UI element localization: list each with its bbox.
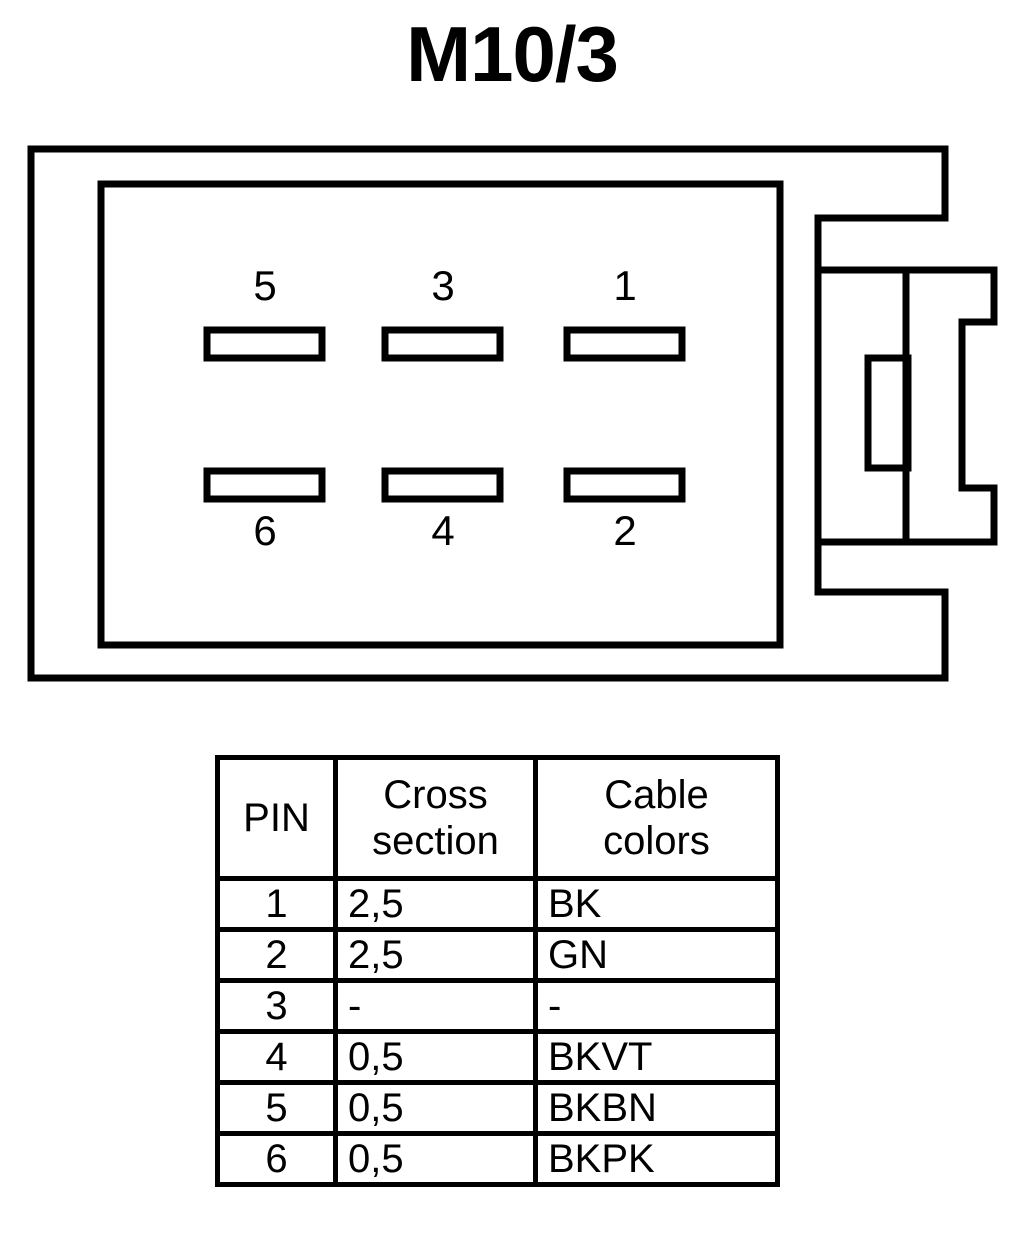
pin-slot-2 [563, 467, 686, 503]
column-header-cable-colors-line2: colors [603, 819, 710, 863]
pin-number-label-1: 1 [613, 262, 637, 309]
table-header: PIN Cross section Cable colors [215, 755, 780, 881]
cell-cable-colors: BKBN [533, 1080, 780, 1136]
column-header-cross-section-line1: Cross [383, 773, 488, 817]
cell-cable-colors: BKPK [533, 1131, 780, 1187]
column-header-cable-colors: Cable colors [533, 755, 780, 881]
connector-outline-svg [27, 145, 998, 682]
cell-cable-colors: BKVT [533, 1029, 780, 1085]
cell-pin: 1 [215, 876, 338, 932]
cell-cross-section: 0,5 [333, 1131, 538, 1187]
connector-diagram: 5 3 1 6 4 2 [0, 130, 1024, 700]
pin-slot-3 [381, 326, 504, 362]
cell-pin: 4 [215, 1029, 338, 1085]
column-header-cable-colors-line1: Cable [604, 773, 709, 817]
housing-outer-outline [27, 145, 949, 682]
cell-cross-section: 2,5 [333, 927, 538, 983]
cell-cross-section: 2,5 [333, 876, 538, 932]
pin-number-label-6: 6 [253, 507, 277, 554]
cell-pin: 3 [215, 978, 338, 1034]
housing-inner-chamber [97, 180, 784, 649]
column-header-pin-text: PIN [243, 796, 310, 840]
table-header-row: PIN Cross section Cable colors [215, 755, 780, 881]
pin-number-label-3: 3 [431, 262, 455, 309]
cell-cross-section: 0,5 [333, 1029, 538, 1085]
cell-cable-colors: BK [533, 876, 780, 932]
cell-cable-colors: - [533, 978, 780, 1034]
pin-slot-6 [203, 467, 326, 503]
cell-cable-colors: GN [533, 927, 780, 983]
pin-number-label-2: 2 [613, 507, 637, 554]
column-header-cross-section-line2: section [372, 819, 499, 863]
pin-number-label-5: 5 [253, 262, 277, 309]
pin-slot-5 [203, 326, 326, 362]
latch-window [864, 354, 912, 472]
cell-cross-section: - [333, 978, 538, 1034]
pin-slot-1 [563, 326, 686, 362]
latch-outer-body [818, 266, 998, 546]
page-title: M10/3 [406, 10, 619, 98]
column-header-cross-section: Cross section [333, 755, 538, 881]
cell-pin: 6 [215, 1131, 338, 1187]
pin-number-label-4: 4 [431, 507, 455, 554]
pin-slot-4 [381, 467, 504, 503]
column-header-pin: PIN [215, 755, 338, 881]
table-row: 3-- [215, 978, 780, 1034]
cell-pin: 2 [215, 927, 338, 983]
cell-pin: 5 [215, 1080, 338, 1136]
cell-cross-section: 0,5 [333, 1080, 538, 1136]
